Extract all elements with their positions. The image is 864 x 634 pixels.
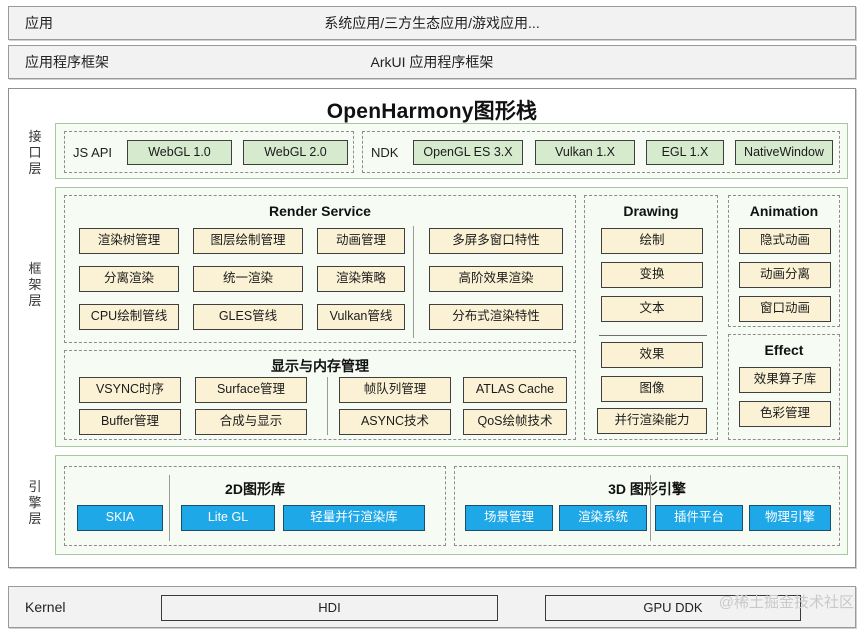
- chip-egl[interactable]: EGL 1.X: [646, 140, 724, 165]
- chip-vsync-timing[interactable]: VSYNC时序: [79, 377, 181, 403]
- chip-opengl-es[interactable]: OpenGL ES 3.X: [413, 140, 523, 165]
- chip-plugin-platform[interactable]: 插件平台: [655, 505, 743, 531]
- render-service-title: Render Service: [269, 203, 371, 219]
- chip-webgl-2[interactable]: WebGL 2.0: [243, 140, 348, 165]
- bar-application-center: 系统应用/三方生态应用/游戏应用...: [324, 15, 540, 31]
- lib2d-title: 2D图形库: [225, 481, 285, 497]
- chip-webgl-1[interactable]: WebGL 1.0: [127, 140, 232, 165]
- chip-distributed-render[interactable]: 分布式渲染特性: [429, 304, 563, 330]
- chip-image[interactable]: 图像: [601, 376, 703, 402]
- chip-skia[interactable]: SKIA: [77, 505, 163, 531]
- chip-layer-draw-mgmt[interactable]: 图层绘制管理: [193, 228, 303, 254]
- chip-hdi[interactable]: HDI: [161, 595, 498, 621]
- chip-surface-mgmt[interactable]: Surface管理: [195, 377, 307, 403]
- chip-transform[interactable]: 变换: [601, 262, 703, 288]
- chip-effect[interactable]: 效果: [601, 342, 703, 368]
- chip-compose-display[interactable]: 合成与显示: [195, 409, 307, 435]
- ndk-label: NDK: [371, 144, 399, 160]
- chip-gles-pipeline[interactable]: GLES管线: [193, 304, 303, 330]
- display-memory-group: 显示与内存管理 VSYNC时序 Surface管理 Buffer管理 合成与显示…: [64, 350, 576, 440]
- chip-async-tech[interactable]: ASYNC技术: [339, 409, 451, 435]
- chip-text[interactable]: 文本: [601, 296, 703, 322]
- chip-cpu-pipeline[interactable]: CPU绘制管线: [79, 304, 179, 330]
- chip-render-strategy[interactable]: 渲染策略: [317, 266, 405, 292]
- chip-render-tree-mgmt[interactable]: 渲染树管理: [79, 228, 179, 254]
- chip-gpu-ddk[interactable]: GPU DDK: [545, 595, 801, 621]
- bar-application-label: 应用: [25, 15, 53, 31]
- layer-label-interface: 接口层: [28, 129, 42, 176]
- display-memory-title: 显示与内存管理: [271, 358, 369, 374]
- chip-atlas-cache[interactable]: ATLAS Cache: [463, 377, 567, 403]
- chip-animation-separation[interactable]: 动画分离: [739, 262, 831, 288]
- render-service-group: Render Service 渲染树管理 图层绘制管理 动画管理 分离渲染 统一…: [64, 195, 576, 343]
- drawing-title: Drawing: [623, 203, 679, 219]
- lib2d-group: 2D图形库 SKIA Lite GL 轻量并行渲染库: [64, 466, 446, 546]
- chip-litegl[interactable]: Lite GL: [181, 505, 275, 531]
- chip-animation-mgmt[interactable]: 动画管理: [317, 228, 405, 254]
- engine3d-title: 3D 图形引擎: [608, 481, 686, 497]
- js-api-label: JS API: [73, 144, 113, 160]
- render-service-divider: [413, 226, 414, 338]
- chip-separated-render[interactable]: 分离渲染: [79, 266, 179, 292]
- chip-parallel-render[interactable]: 并行渲染能力: [597, 408, 707, 434]
- chip-nativewindow[interactable]: NativeWindow: [735, 140, 833, 165]
- animation-group: Animation 隐式动画 动画分离 窗口动画: [728, 195, 840, 327]
- interface-layer-container: JS API WebGL 1.0 WebGL 2.0 NDK OpenGL ES…: [55, 123, 848, 179]
- stack-title: OpenHarmony图形栈: [326, 100, 538, 123]
- animation-title: Animation: [749, 203, 819, 219]
- chip-vulkan[interactable]: Vulkan 1.X: [535, 140, 635, 165]
- drawing-group: Drawing 绘制 变换 文本 效果 图像 并行渲染能力: [584, 195, 718, 440]
- engine-layer-container: 2D图形库 SKIA Lite GL 轻量并行渲染库 3D 图形引擎 场景管理 …: [55, 455, 848, 555]
- chip-scene-mgmt[interactable]: 场景管理: [465, 505, 553, 531]
- bar-app-framework-center: ArkUI 应用程序框架: [370, 54, 494, 70]
- layer-label-framework: 框架层: [28, 261, 42, 308]
- chip-qos-frame-tech[interactable]: QoS绘帧技术: [463, 409, 567, 435]
- graphics-stack-frame: OpenHarmony图形栈 接口层 框架层 引擎层 JS API WebGL …: [8, 88, 856, 568]
- bar-kernel-label: Kernel: [25, 599, 66, 615]
- bar-application: 应用 系统应用/三方生态应用/游戏应用...: [8, 6, 856, 40]
- framework-layer-container: Render Service 渲染树管理 图层绘制管理 动画管理 分离渲染 统一…: [55, 187, 848, 447]
- bar-kernel: Kernel HDI GPU DDK: [8, 586, 856, 628]
- lib2d-divider: [169, 475, 170, 541]
- effect-group: Effect 效果算子库 色彩管理: [728, 334, 840, 440]
- display-memory-divider: [327, 377, 328, 435]
- bar-app-framework-label: 应用程序框架: [25, 54, 109, 70]
- chip-draw[interactable]: 绘制: [601, 228, 703, 254]
- watermark: @稀土掘金技术社区: [718, 594, 854, 611]
- layer-label-engine: 引擎层: [28, 479, 42, 526]
- chip-buffer-mgmt[interactable]: Buffer管理: [79, 409, 181, 435]
- chip-physics-engine[interactable]: 物理引擎: [749, 505, 831, 531]
- chip-frame-queue-mgmt[interactable]: 帧队列管理: [339, 377, 451, 403]
- chip-multiscreen-window[interactable]: 多屏多窗口特性: [429, 228, 563, 254]
- chip-lightweight-parallel-render-lib[interactable]: 轻量并行渲染库: [283, 505, 425, 531]
- engine3d-group: 3D 图形引擎 场景管理 渲染系统 插件平台 物理引擎: [454, 466, 840, 546]
- chip-implicit-animation[interactable]: 隐式动画: [739, 228, 831, 254]
- engine3d-divider: [650, 475, 651, 541]
- js-api-group: JS API WebGL 1.0 WebGL 2.0: [64, 131, 354, 173]
- chip-effect-operator-lib[interactable]: 效果算子库: [739, 367, 831, 393]
- chip-vulkan-pipeline[interactable]: Vulkan管线: [317, 304, 405, 330]
- chip-advanced-effect-render[interactable]: 高阶效果渲染: [429, 266, 563, 292]
- ndk-group: NDK OpenGL ES 3.X Vulkan 1.X EGL 1.X Nat…: [362, 131, 840, 173]
- chip-color-management[interactable]: 色彩管理: [739, 401, 831, 427]
- effect-title: Effect: [764, 342, 804, 358]
- bar-app-framework: 应用程序框架 ArkUI 应用程序框架: [8, 45, 856, 79]
- chip-window-animation[interactable]: 窗口动画: [739, 296, 831, 322]
- chip-unified-render[interactable]: 统一渲染: [193, 266, 303, 292]
- chip-render-system[interactable]: 渲染系统: [559, 505, 647, 531]
- drawing-divider: [599, 335, 707, 336]
